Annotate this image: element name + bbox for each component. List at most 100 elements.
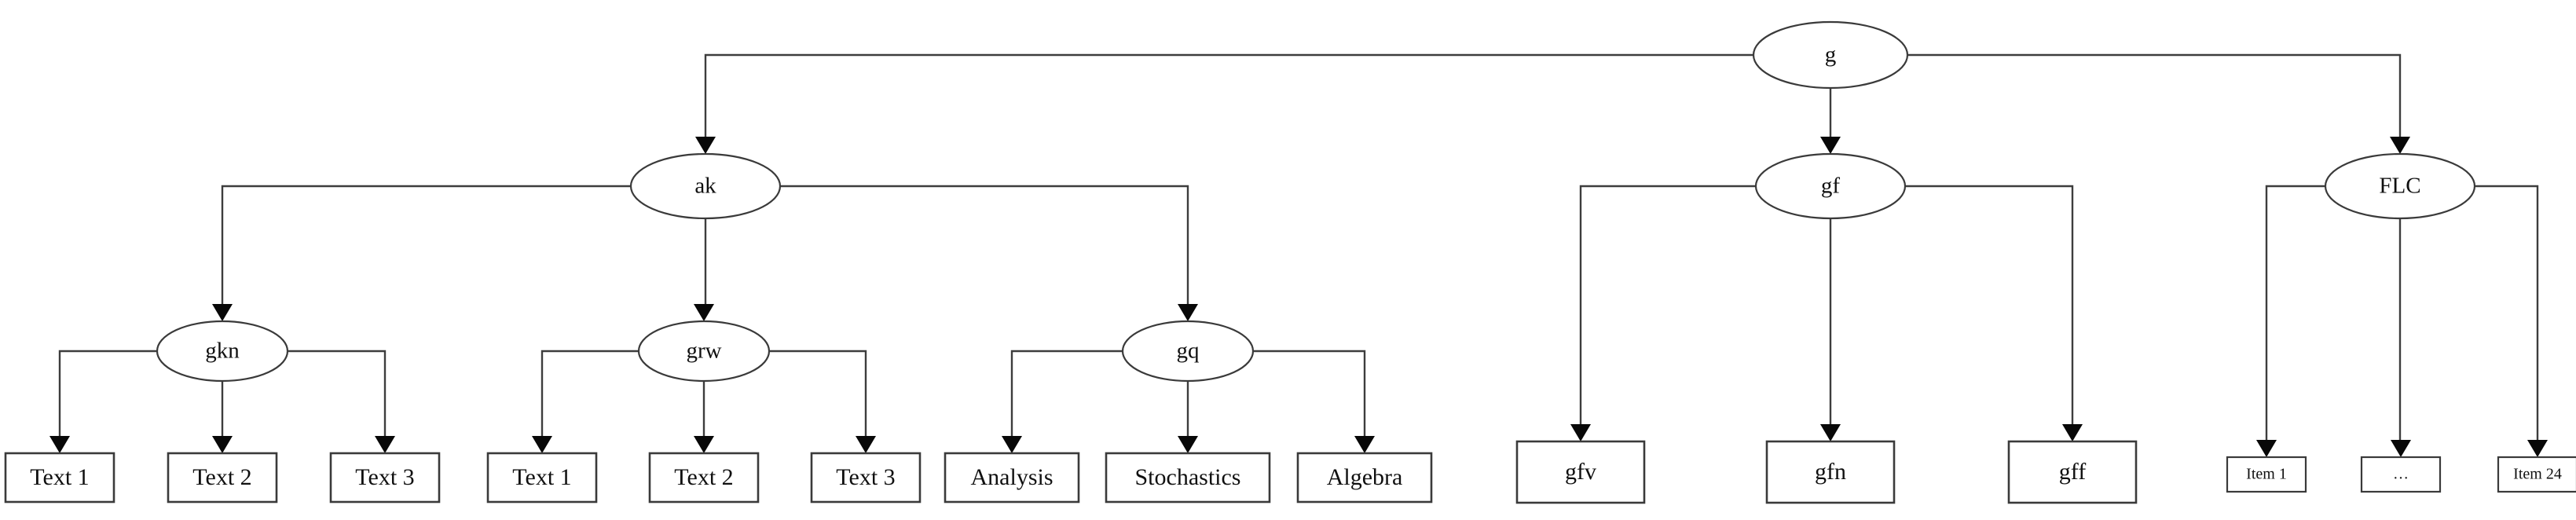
- node-gfv[interactable]: gfv: [1515, 440, 1646, 504]
- node-algebra-label: Algebra: [1327, 464, 1403, 490]
- edge-gkn-to-t2a-arrowhead-icon: [212, 436, 233, 453]
- node-item-ellipsis-shape[interactable]: [2360, 456, 2442, 493]
- edge-flc-to-item1: [2265, 185, 2325, 440]
- node-text-1-gkn-shape[interactable]: [4, 452, 115, 504]
- edge-grw-to-t3b: [769, 350, 867, 436]
- edge-gq-to-alg: [1253, 350, 1366, 436]
- node-item-24-shape[interactable]: [2497, 456, 2576, 493]
- edge-ak-to-gq-arrowhead-icon: [1178, 304, 1198, 321]
- edge-gq-to-sto-arrowhead-icon: [1178, 436, 1198, 453]
- edge-gkn-to-t3a-arrowhead-icon: [375, 436, 395, 453]
- node-gff-shape[interactable]: [2007, 440, 2138, 504]
- node-grw-shape[interactable]: [637, 320, 771, 383]
- node-text-2-grw-shape[interactable]: [648, 452, 760, 504]
- node-gkn[interactable]: gkn: [156, 320, 289, 383]
- node-gff[interactable]: gff: [2007, 440, 2138, 504]
- node-gfn-shape[interactable]: [1765, 440, 1896, 504]
- edge-root-to-ak: [704, 53, 1753, 137]
- edge-gq-to-anl-arrowhead-icon: [1002, 436, 1022, 453]
- edge-ak-to-grw-arrowhead-icon: [694, 304, 714, 321]
- node-text-1-grw-shape[interactable]: [486, 452, 598, 504]
- node-text-2-gkn-label: Text 2: [192, 464, 251, 490]
- node-grw[interactable]: grw: [637, 320, 771, 383]
- node-text-1-gkn-label: Text 1: [30, 464, 89, 490]
- node-item-24-label: Item 24: [2513, 466, 2562, 483]
- node-grw-label: grw: [686, 339, 721, 364]
- edge-gq-to-anl: [1010, 350, 1123, 436]
- node-text-2-gkn-shape[interactable]: [167, 452, 278, 504]
- node-text-2-gkn[interactable]: Text 2: [167, 452, 278, 504]
- node-text-3-gkn[interactable]: Text 3: [329, 452, 441, 504]
- node-text-3-grw-label: Text 3: [836, 464, 895, 490]
- node-gkn-shape[interactable]: [156, 320, 289, 383]
- node-text-1-gkn[interactable]: Text 1: [4, 452, 115, 504]
- node-gf-shape[interactable]: [1754, 152, 1907, 220]
- node-text-3-gkn-shape[interactable]: [329, 452, 441, 504]
- edge-gf-to-gfn-arrowhead-icon: [1820, 424, 1841, 441]
- edge-root-to-ak-arrowhead-icon: [695, 137, 716, 154]
- node-analysis-shape[interactable]: [944, 452, 1080, 504]
- node-ak-shape[interactable]: [629, 152, 782, 220]
- node-flc-label: FLC: [2379, 174, 2420, 199]
- node-algebra[interactable]: Algebra: [1296, 452, 1433, 504]
- node-item-24[interactable]: Item 24: [2497, 456, 2576, 493]
- node-ak-label: ak: [694, 174, 716, 199]
- node-g-shape[interactable]: [1752, 20, 1909, 90]
- edge-gq-to-alg-arrowhead-icon: [1354, 436, 1375, 453]
- node-gfv-label: gfv: [1565, 459, 1596, 485]
- node-flc[interactable]: FLC: [2324, 152, 2476, 220]
- node-gfn[interactable]: gfn: [1765, 440, 1896, 504]
- edge-flc-to-item24-arrowhead-icon: [2527, 440, 2548, 457]
- edge-root-to-gf-arrowhead-icon: [1820, 137, 1841, 154]
- node-analysis[interactable]: Analysis: [944, 452, 1080, 504]
- node-gq-shape[interactable]: [1121, 320, 1255, 383]
- node-flc-shape[interactable]: [2324, 152, 2476, 220]
- edge-root-to-flc-arrowhead-icon: [2390, 137, 2410, 154]
- edge-gf-to-gfv: [1579, 185, 1756, 424]
- node-analysis-label: Analysis: [971, 464, 1053, 490]
- node-stochastics-label: Stochastics: [1135, 464, 1241, 490]
- edge-gf-to-gff: [1905, 185, 2074, 424]
- node-gff-label: gff: [2059, 459, 2086, 485]
- edges-layer: [49, 53, 2548, 457]
- node-ak[interactable]: ak: [629, 152, 782, 220]
- node-gfn-label: gfn: [1815, 459, 1846, 485]
- node-algebra-shape[interactable]: [1296, 452, 1433, 504]
- edge-gkn-to-t1a-arrowhead-icon: [49, 436, 70, 453]
- node-gkn-label: gkn: [205, 339, 240, 364]
- node-text-3-gkn-label: Text 3: [355, 464, 414, 490]
- node-stochastics[interactable]: Stochastics: [1105, 452, 1271, 504]
- node-text-1-grw-label: Text 1: [512, 464, 571, 490]
- edge-gkn-to-t1a: [58, 350, 157, 436]
- node-g-label: g: [1825, 42, 1837, 68]
- node-item-1-label: Item 1: [2246, 466, 2287, 483]
- edge-grw-to-t2b-arrowhead-icon: [694, 436, 714, 453]
- edge-ak-to-gkn: [221, 185, 631, 304]
- node-gf[interactable]: gf: [1754, 152, 1907, 220]
- node-text-3-grw[interactable]: Text 3: [810, 452, 922, 504]
- edge-flc-to-itemd-arrowhead-icon: [2391, 440, 2411, 457]
- node-text-3-grw-shape[interactable]: [810, 452, 922, 504]
- node-gq[interactable]: gq: [1121, 320, 1255, 383]
- edge-gkn-to-t3a: [288, 350, 387, 436]
- edge-root-to-flc: [1907, 53, 2402, 137]
- edge-gf-to-gff-arrowhead-icon: [2062, 424, 2083, 441]
- node-item-ellipsis-label: …: [2393, 466, 2409, 483]
- node-item-1-shape[interactable]: [2226, 456, 2307, 493]
- node-g[interactable]: g: [1752, 20, 1909, 90]
- edge-gf-to-gfv-arrowhead-icon: [1570, 424, 1591, 441]
- edge-grw-to-t1b: [540, 350, 639, 436]
- node-item-ellipsis[interactable]: …: [2360, 456, 2442, 493]
- edge-ak-to-gq: [780, 185, 1189, 304]
- node-text-2-grw[interactable]: Text 2: [648, 452, 760, 504]
- node-text-1-grw[interactable]: Text 1: [486, 452, 598, 504]
- node-gfv-shape[interactable]: [1515, 440, 1646, 504]
- edge-grw-to-t1b-arrowhead-icon: [532, 436, 552, 453]
- node-item-1[interactable]: Item 1: [2226, 456, 2307, 493]
- edge-flc-to-item1-arrowhead-icon: [2256, 440, 2277, 457]
- node-stochastics-shape[interactable]: [1105, 452, 1271, 504]
- node-gq-label: gq: [1177, 339, 1200, 364]
- edge-ak-to-gkn-arrowhead-icon: [212, 304, 233, 321]
- node-text-2-grw-label: Text 2: [674, 464, 733, 490]
